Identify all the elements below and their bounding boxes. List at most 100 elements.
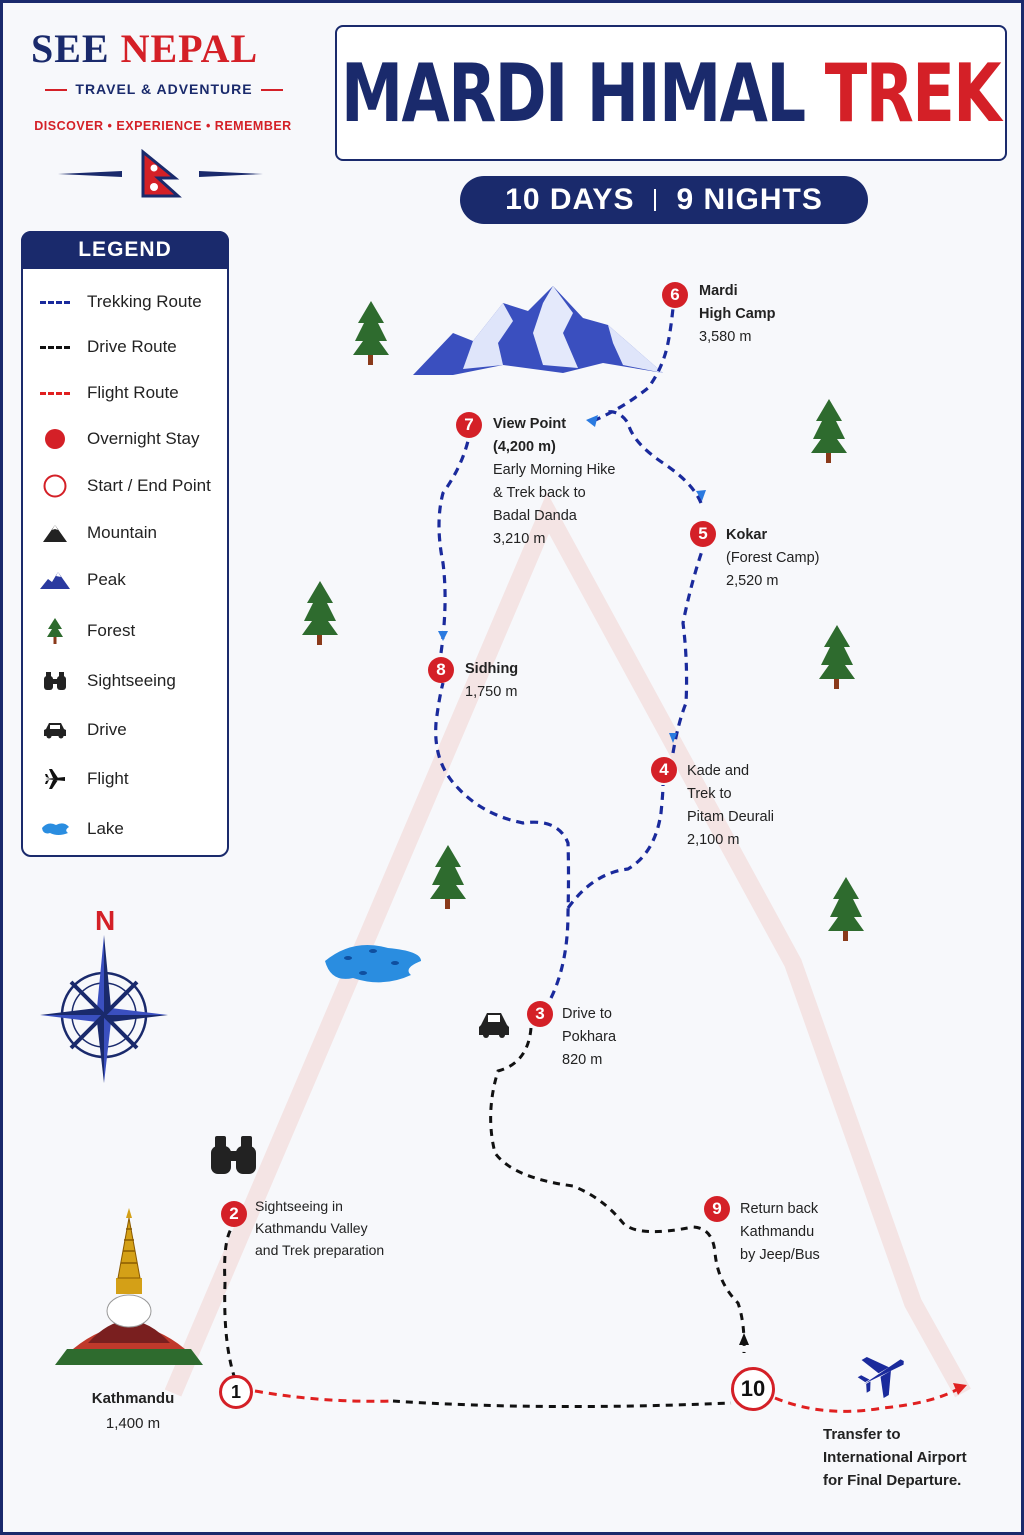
stop-2-marker[interactable]: 2	[221, 1201, 247, 1227]
legend-label: Drive Route	[87, 337, 177, 356]
stop-4-label: Kade and Trek to Pitam Deurali 2,100 m	[687, 760, 774, 852]
legend-item-flight: Flight	[23, 764, 227, 794]
legend-label: Peak	[87, 570, 126, 589]
title-part-2: TREK	[825, 46, 1002, 140]
legend-label: Sightseeing	[87, 671, 176, 690]
stop-2-line: and Trek preparation	[255, 1242, 385, 1258]
route-map	[40, 286, 971, 1413]
drive-route-line-icon	[40, 345, 70, 349]
forest-icon	[302, 581, 338, 645]
stop-3-altitude: 820 m	[562, 1052, 603, 1068]
stop-9-line: by Jeep/Bus	[740, 1247, 820, 1263]
stop-1-name: Kathmandu	[91, 1390, 175, 1407]
stop-4-line: Trek to	[687, 786, 732, 802]
legend-item-mountain: Mountain	[23, 518, 227, 548]
stop-8-altitude: 1,750 m	[465, 684, 518, 700]
stop-2-label: Sightseeing in Kathmandu Valley and Trek…	[255, 1195, 384, 1261]
forest-icon	[828, 877, 864, 941]
transfer-label: Transfer to International Airport for Fi…	[823, 1423, 967, 1492]
forest-icon	[811, 399, 847, 463]
stop-7-line: & Trek back to	[493, 485, 586, 501]
legend-label: Mountain	[87, 523, 157, 542]
stop-3-label: Drive to Pokhara 820 m	[562, 1003, 616, 1072]
stop-3-line: Pokhara	[562, 1029, 617, 1045]
nepal-flag-icon	[58, 149, 263, 198]
stop-1-marker[interactable]: 1	[219, 1375, 253, 1409]
stop-7-marker[interactable]: 7	[456, 412, 482, 438]
lake-icon	[42, 823, 69, 835]
trekking-route-line	[434, 307, 705, 999]
stop-6-name-2: High Camp	[699, 306, 776, 322]
start-end-ring-icon	[43, 474, 67, 498]
stop-8-marker[interactable]: 8	[428, 657, 454, 683]
airplane-icon	[45, 769, 65, 789]
trekking-route-line-icon	[40, 300, 70, 304]
car-icon	[44, 723, 66, 739]
stop-4-line: Pitam Deurali	[687, 809, 775, 825]
page-title: MARDI HIMAL TREK	[341, 46, 1002, 140]
flight-route-line-icon	[40, 391, 70, 395]
stop-6-name: Mardi	[699, 283, 738, 299]
binoculars-icon	[211, 1136, 256, 1174]
transfer-line: International Airport	[823, 1449, 967, 1466]
stop-5-line: (Forest Camp)	[726, 550, 820, 566]
stop-9-line: Return back	[740, 1201, 819, 1217]
title-box: MARDI HIMAL TREK	[335, 25, 1007, 161]
stop-5-marker[interactable]: 5	[690, 521, 716, 547]
stop-3-line: Drive to	[562, 1006, 612, 1022]
transfer-line: Transfer to	[823, 1426, 901, 1443]
legend-item-drive-route: Drive Route	[23, 332, 227, 362]
legend-item-forest: Forest	[23, 616, 227, 646]
brand-name-nepal: NEPAL	[120, 26, 259, 71]
stop-9-label: Return back Kathmandu by Jeep/Bus	[740, 1198, 820, 1267]
stop-1-label: Kathmandu 1,400 m	[63, 1386, 203, 1436]
stop-7-name: View Point	[493, 416, 567, 432]
stop-6-marker[interactable]: 6	[662, 282, 688, 308]
legend-label: Overnight Stay	[87, 429, 200, 448]
stop-4-marker[interactable]: 4	[651, 757, 677, 783]
stop-9-marker[interactable]: 9	[704, 1196, 730, 1222]
stop-5-label: Kokar (Forest Camp) 2,520 m	[726, 524, 819, 593]
stop-7-name-2: (4,200 m)	[493, 439, 556, 455]
drive-route-line	[223, 1027, 746, 1409]
background-mountain-shape	[164, 492, 971, 1398]
duration-separator	[654, 189, 657, 211]
title-part-1: MARDI HIMAL	[341, 46, 806, 140]
stop-1-altitude: 1,400 m	[105, 1415, 161, 1432]
airplane-icon	[857, 1356, 904, 1399]
stop-7-label: View Point (4,200 m) Early Morning Hike …	[493, 413, 616, 551]
duration-pill: 10 DAYS 9 NIGHTS	[460, 176, 868, 224]
stop-6-label: Mardi High Camp 3,580 m	[699, 280, 776, 349]
overnight-dot-icon	[45, 429, 65, 449]
forest-icon	[819, 625, 855, 689]
himalaya-peak-icon	[413, 286, 663, 375]
legend-item-flight-route: Flight Route	[23, 378, 227, 408]
stop-3-marker[interactable]: 3	[527, 1001, 553, 1027]
legend-label: Trekking Route	[87, 292, 202, 311]
legend-label: Lake	[87, 819, 124, 838]
stupa-icon	[55, 1208, 203, 1365]
brand-tagline: TRAVEL & ADVENTURE	[33, 81, 295, 97]
stop-5-name: Kokar	[726, 527, 768, 543]
stop-2-line: Kathmandu Valley	[255, 1220, 368, 1236]
legend-item-lake: Lake	[23, 814, 227, 844]
mountain-icon	[43, 525, 67, 542]
legend-label: Flight Route	[87, 383, 179, 402]
stop-8-name: Sidhing	[465, 661, 519, 677]
forest-icon	[47, 618, 63, 644]
stop-6-altitude: 3,580 m	[699, 329, 752, 345]
legend-panel: LEGEND Trekking Route Drive Route Flight…	[21, 231, 229, 857]
stop-4-altitude: 2,100 m	[687, 832, 740, 848]
legend-item-start-end: Start / End Point	[23, 471, 227, 501]
forest-icon	[353, 301, 389, 365]
legend-item-drive: Drive	[23, 715, 227, 745]
duration-days: 10 DAYS	[505, 183, 635, 216]
stop-8-label: Sidhing 1,750 m	[465, 658, 518, 704]
stop-10-marker[interactable]: 10	[731, 1367, 775, 1411]
peak-icon	[40, 572, 70, 589]
brand-slogan: DISCOVER • EXPERIENCE • REMEMBER	[34, 119, 292, 133]
legend-label: Forest	[87, 621, 136, 640]
stop-7-line: Badal Danda	[493, 508, 577, 524]
flight-route-line	[254, 1387, 959, 1413]
stop-7-line: Early Morning Hike	[493, 462, 616, 478]
